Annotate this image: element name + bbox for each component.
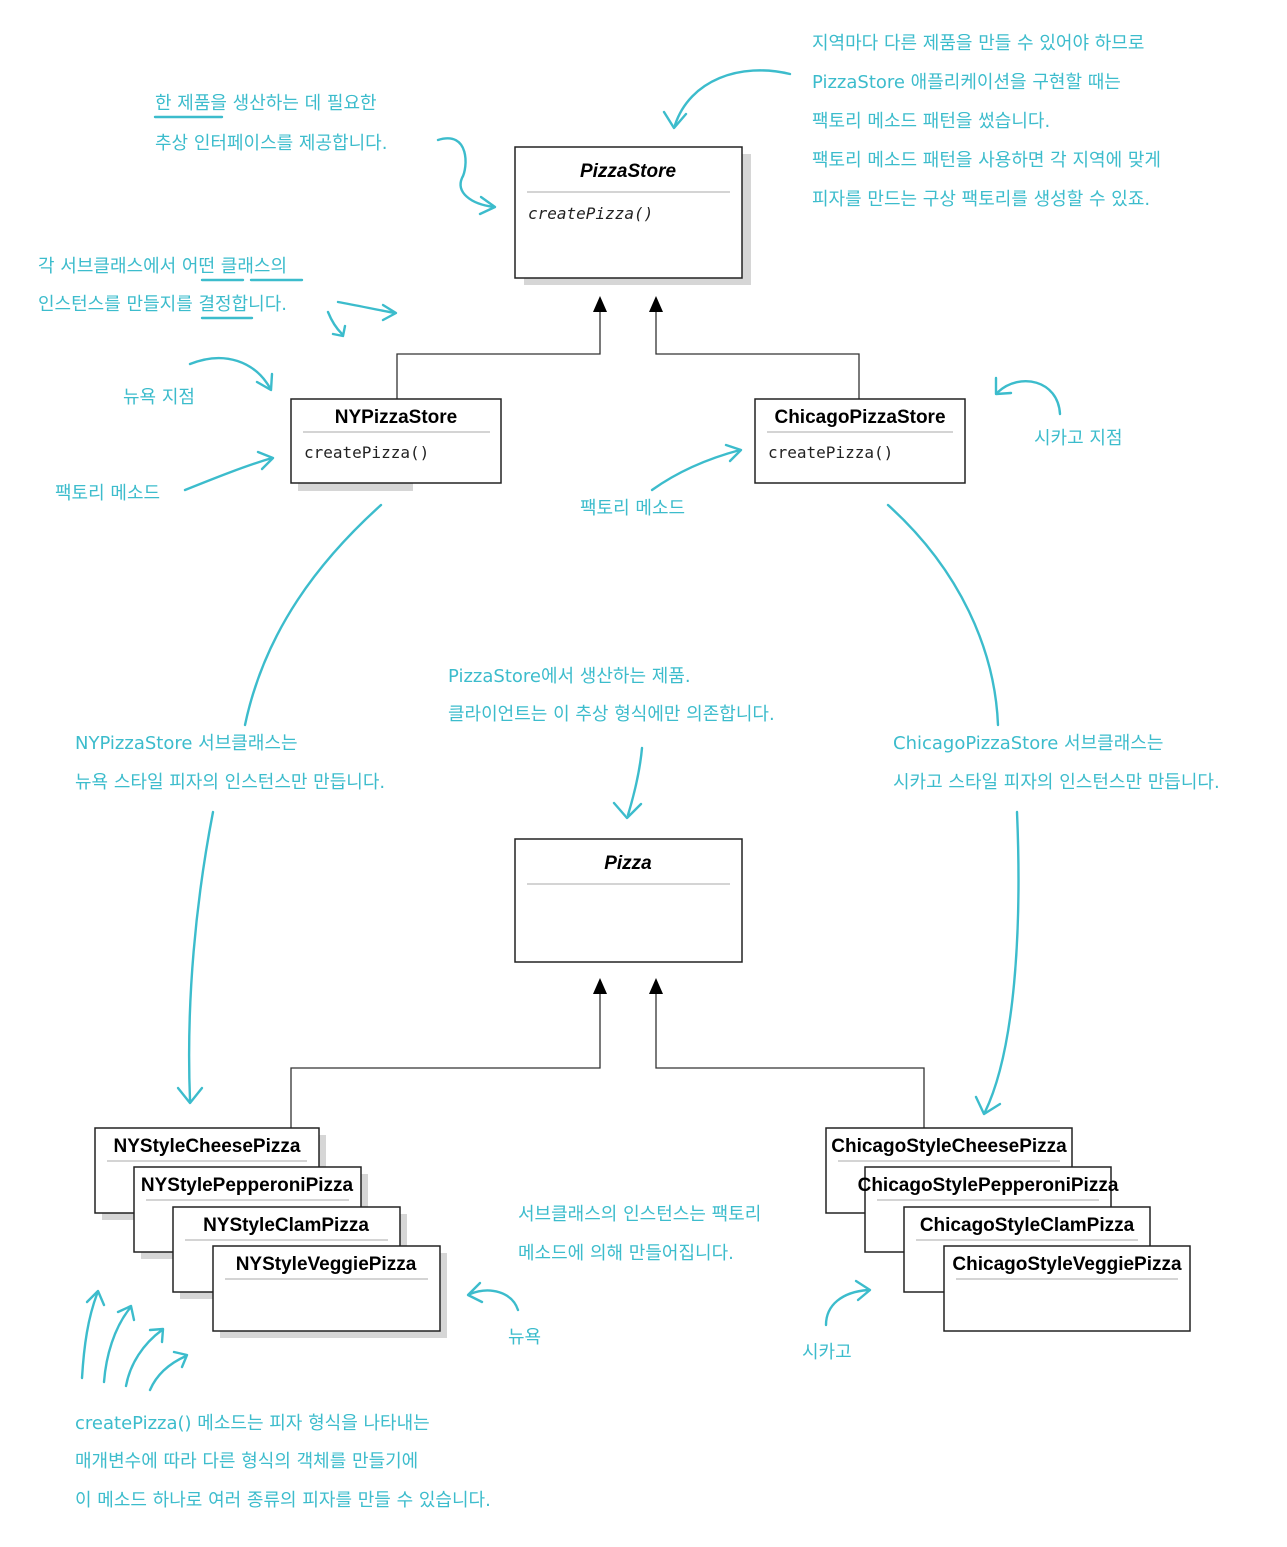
curved-arrow	[886, 503, 1000, 727]
curved-arrow	[336, 300, 397, 315]
note-param-method-line2: 매개변수에 따라 다른 형식의 객체를 만들기에	[75, 1451, 418, 1472]
note-param-method-line3: 이 메소드 하나로 여러 종류의 피자를 만들 수 있습니다.	[75, 1490, 491, 1511]
curved-arrow	[326, 310, 344, 336]
note-region-factory-line4: 팩토리 메소드 패턴을 사용하면 각 지역에 맞게	[812, 150, 1161, 171]
arrowhead-stroke	[974, 1095, 1002, 1116]
curved-arrow	[148, 1354, 188, 1392]
note-abstract-interface-line1: 한 제품을 생산하는 데 필요한	[155, 93, 377, 114]
inheritance-arrowhead	[649, 296, 663, 312]
arrowhead-stroke	[478, 195, 497, 216]
curved-arrow	[183, 456, 274, 492]
chicagopizzastore-method: createPizza()	[768, 443, 893, 462]
note-product-line2: 클라이언트는 이 추상 형식에만 의존합니다.	[448, 704, 775, 725]
chicago-veggie-pizza-name: ChicagoStyleVeggiePizza	[952, 1254, 1182, 1275]
note-chicago-subclass-line2: 시카고 스타일 피자의 인스턴스만 만듭니다.	[893, 772, 1220, 793]
curved-arrow	[188, 356, 272, 390]
note-abstract-interface-line2: 추상 인터페이스를 제공합니다.	[155, 133, 387, 154]
pizzastore-method: createPizza()	[528, 204, 653, 223]
chicago-clam-pizza-name: ChicagoStyleClamPizza	[920, 1215, 1135, 1236]
annotation-texts: 한 제품을 생산하는 데 필요한 추상 인터페이스를 제공합니다. 지역마다 다…	[38, 33, 1220, 1511]
ny-cheese-pizza-name: NYStyleCheesePizza	[114, 1136, 301, 1157]
note-region-factory-line2: PizzaStore 애플리케이션을 구현할 때는	[812, 72, 1121, 93]
note-ny-label: 뉴욕	[508, 1327, 541, 1348]
note-chicago-branch: 시카고 지점	[1034, 428, 1123, 449]
inheritance-arrowhead	[649, 978, 663, 994]
note-subclass-decides-line2: 인스턴스를 만들지를 결정합니다.	[38, 294, 287, 315]
ny-clam-pizza-name: NYStyleClamPizza	[203, 1215, 369, 1236]
pizzastore-class-name: PizzaStore	[580, 161, 677, 182]
curved-arrow	[983, 810, 1020, 1114]
ny-pizza-stack: NYStyleCheesePizza NYStylePepperoniPizza…	[94, 1127, 447, 1338]
note-product-line1: PizzaStore에서 생산하는 제품.	[448, 666, 691, 687]
arrowhead-stroke	[256, 450, 275, 471]
curved-arrow	[626, 746, 644, 817]
arrowhead-stroke	[724, 443, 743, 463]
ny-veggie-pizza-name: NYStyleVeggiePizza	[236, 1254, 417, 1275]
note-factory-method-left: 팩토리 메소드	[55, 483, 160, 504]
note-instances-made-line1: 서브클래스의 인스턴스는 팩토리	[518, 1204, 761, 1225]
note-factory-method-right: 팩토리 메소드	[580, 498, 685, 519]
inheritance-lines	[290, 296, 925, 1128]
pizzastore-class-box: PizzaStore createPizza()	[514, 146, 751, 285]
arrowhead-stroke	[662, 110, 688, 130]
curved-arrow	[436, 137, 496, 209]
note-instances-made-line2: 메소드에 의해 만들어집니다.	[518, 1243, 734, 1264]
chicago-store-inheritance-line	[655, 308, 860, 399]
arrowhead-stroke	[85, 1289, 106, 1307]
note-ny-subclass-line1: NYPizzaStore 서브클래스는	[75, 733, 298, 754]
curved-arrow	[673, 69, 792, 127]
nypizzastore-class-name: NYPizzaStore	[335, 407, 457, 428]
arrowhead-stroke	[994, 376, 1013, 396]
arrowhead-stroke	[854, 1279, 872, 1302]
curved-arrow	[124, 1328, 164, 1388]
inheritance-arrowhead	[593, 296, 607, 312]
curved-arrow	[187, 810, 215, 1102]
pizza-class-name: Pizza	[604, 853, 652, 874]
curved-arrow	[650, 448, 742, 492]
arrowhead-stroke	[331, 324, 347, 338]
note-chicago-label: 시카고	[802, 1342, 852, 1363]
nypizzastore-method: createPizza()	[304, 443, 429, 462]
arrowhead-stroke	[116, 1304, 136, 1322]
arrowhead-stroke	[466, 1281, 484, 1304]
arrowhead-stroke	[255, 372, 274, 392]
nypizzastore-class-box: NYPizzaStore createPizza()	[290, 398, 502, 491]
inheritance-arrowhead	[593, 978, 607, 994]
chicago-pizza-stack: ChicagoStyleCheesePizza ChicagoStylePepp…	[825, 1127, 1191, 1332]
chicagopizzastore-class-box: ChicagoPizzaStore createPizza()	[754, 398, 966, 484]
note-chicago-subclass-line1: ChicagoPizzaStore 서브클래스는	[893, 733, 1163, 754]
curved-arrow	[996, 379, 1062, 416]
chicago-pizza-inheritance-line	[655, 990, 925, 1128]
arrowhead-stroke	[381, 303, 398, 322]
note-param-method-line1: createPizza() 메소드는 피자 형식을 나타내는	[75, 1413, 430, 1434]
underline-stroke	[200, 278, 304, 320]
curved-arrow	[243, 503, 383, 727]
note-ny-branch: 뉴욕 지점	[123, 387, 195, 408]
pizza-class-box: Pizza	[514, 838, 743, 963]
curved-arrow	[102, 1306, 132, 1384]
arrowhead-stroke	[176, 1086, 204, 1105]
note-ny-subclass-line2: 뉴욕 스타일 피자의 인스턴스만 만듭니다.	[75, 772, 385, 793]
chicago-pepperoni-pizza-name: ChicagoStylePepperoniPizza	[858, 1175, 1119, 1196]
arrowhead-stroke	[172, 1350, 189, 1369]
ny-pizza-inheritance-line	[290, 990, 601, 1128]
curved-arrow	[80, 1292, 99, 1380]
arrowhead-stroke	[148, 1327, 165, 1344]
note-subclass-decides-line1: 각 서브클래스에서 어떤 클래스의	[38, 256, 287, 277]
chicagopizzastore-class-name: ChicagoPizzaStore	[774, 407, 945, 428]
note-region-factory-line1: 지역마다 다른 제품을 만들 수 있어야 하므로	[812, 33, 1144, 54]
note-region-factory-line5: 피자를 만드는 구상 팩토리를 생성할 수 있죠.	[812, 189, 1150, 210]
ny-store-inheritance-line	[396, 308, 601, 399]
chicago-cheese-pizza-name: ChicagoStyleCheesePizza	[831, 1136, 1067, 1157]
annotation-arrows	[80, 69, 1062, 1392]
ny-pepperoni-pizza-name: NYStylePepperoniPizza	[141, 1175, 354, 1196]
note-region-factory-line3: 팩토리 메소드 패턴을 썼습니다.	[812, 111, 1050, 132]
curved-arrow	[824, 1288, 870, 1327]
curved-arrow	[468, 1289, 520, 1312]
arrowhead-stroke	[612, 801, 643, 820]
